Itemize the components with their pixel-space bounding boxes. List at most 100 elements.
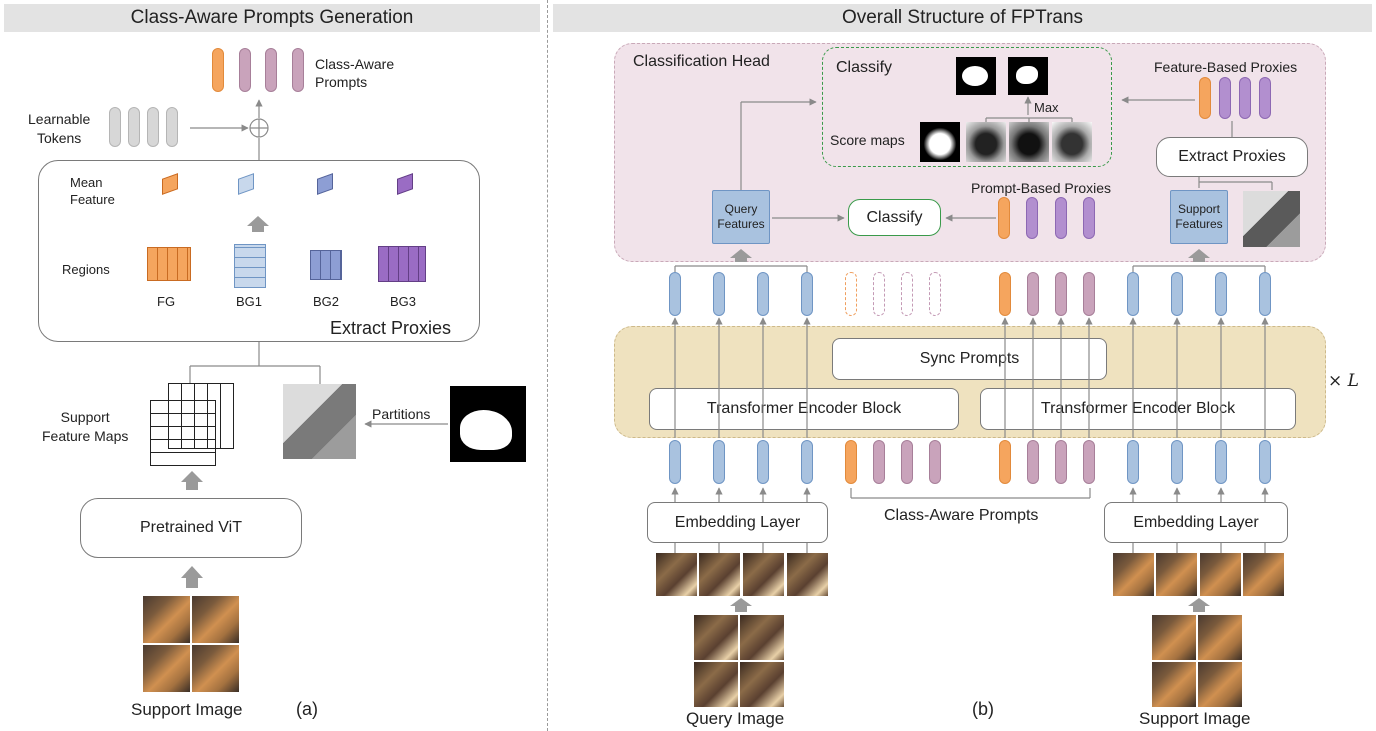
out-support-token-4 xyxy=(1259,272,1271,316)
in-support-token-2 xyxy=(1171,440,1183,484)
in-support-prompt-4 xyxy=(1083,440,1095,484)
support-image-b-1 xyxy=(1152,615,1196,660)
query-patch-1 xyxy=(656,553,697,596)
out-query-token-4 xyxy=(801,272,813,316)
out-query-prompt-2 xyxy=(873,272,885,316)
out-query-prompt-4 xyxy=(929,272,941,316)
fb-proxy-bg1 xyxy=(1219,77,1231,119)
in-query-token-1 xyxy=(669,440,681,484)
in-query-token-2 xyxy=(713,440,725,484)
support-feature-grid-side xyxy=(168,383,234,449)
prompt-based-proxies-label: Prompt-Based Proxies xyxy=(971,180,1112,196)
support-patch-3 xyxy=(1200,553,1241,596)
arrow-query-image xyxy=(730,598,752,612)
arrow-vit-to-maps xyxy=(181,471,203,490)
fg-mask-cat xyxy=(460,410,512,450)
support-patch-4 xyxy=(1243,553,1284,596)
support-patch-2 xyxy=(1156,553,1197,596)
mean-feature-label: Mean Feature xyxy=(70,175,115,207)
out-support-token-1 xyxy=(1127,272,1139,316)
support-image-label-a: Support Image xyxy=(131,700,243,719)
learnable-tokens-label: Learnable Tokens xyxy=(28,111,91,146)
classify-top-label: Classify xyxy=(836,59,893,76)
prompt-token-fg xyxy=(212,48,224,92)
support-features-box: Support Features xyxy=(1170,190,1228,244)
query-image-1 xyxy=(694,615,738,660)
region-label-bg3: BG3 xyxy=(390,294,417,309)
pb-proxy-bg1 xyxy=(1026,197,1038,239)
out-query-prompt-1 xyxy=(845,272,857,316)
query-image-3 xyxy=(694,662,738,707)
partitions-label: Partitions xyxy=(372,406,431,422)
class-aware-prompts-label: Class-Aware Prompts xyxy=(315,56,395,90)
region-label-bg2: BG2 xyxy=(313,294,340,309)
out-support-prompt-2 xyxy=(1027,272,1039,316)
in-query-prompt-3 xyxy=(901,440,913,484)
in-query-prompt-1 xyxy=(845,440,857,484)
out-query-token-3 xyxy=(757,272,769,316)
out-support-prompt-3 xyxy=(1055,272,1067,316)
arrow-support-feat xyxy=(1188,249,1210,262)
regions-label: Regions xyxy=(62,262,110,277)
pb-proxy-bg2 xyxy=(1055,197,1067,239)
support-image-a-3 xyxy=(143,645,190,692)
embedding-layer-left: Embedding Layer xyxy=(647,502,828,543)
extract-proxies-b-box: Extract Proxies xyxy=(1156,137,1308,177)
score-map-2 xyxy=(966,122,1006,162)
score-area xyxy=(822,47,1112,167)
support-image-b-3 xyxy=(1152,662,1196,707)
learnable-token-1 xyxy=(109,107,121,147)
embedding-layer-right: Embedding Layer xyxy=(1104,502,1288,543)
panel-b-tag: (b) xyxy=(972,699,994,719)
panel-a-header: Class-Aware Prompts Generation xyxy=(4,4,540,32)
classify-box: Classify xyxy=(848,199,941,236)
query-features-box: Query Features xyxy=(712,190,770,244)
query-patch-2 xyxy=(699,553,740,596)
prompt-token-bg3 xyxy=(292,48,304,92)
in-support-prompt-2 xyxy=(1027,440,1039,484)
query-image-label: Query Image xyxy=(686,709,785,728)
out-query-token-2 xyxy=(713,272,725,316)
region-bg1-icon xyxy=(234,244,266,288)
result-mask-1-fg xyxy=(962,66,988,86)
support-image-a-2 xyxy=(192,596,239,643)
in-support-prompt-1 xyxy=(999,440,1011,484)
panel-a-tag: (a) xyxy=(296,699,318,719)
learnable-token-4 xyxy=(166,107,178,147)
pb-proxy-fg xyxy=(998,197,1010,239)
region-label-bg1: BG1 xyxy=(236,294,263,309)
in-support-token-4 xyxy=(1259,440,1271,484)
in-query-prompt-4 xyxy=(929,440,941,484)
fb-proxy-bg2 xyxy=(1239,77,1251,119)
score-map-4 xyxy=(1052,122,1092,162)
max-label: Max xyxy=(1034,100,1059,115)
in-query-token-3 xyxy=(757,440,769,484)
panel-b-header: Overall Structure of FPTrans xyxy=(553,4,1372,32)
support-patch-1 xyxy=(1113,553,1154,596)
support-image-label-b: Support Image xyxy=(1139,709,1251,728)
in-support-token-1 xyxy=(1127,440,1139,484)
support-image-a-1 xyxy=(143,596,190,643)
region-fg-icon xyxy=(147,247,191,281)
times-l-label: × L xyxy=(1328,371,1359,391)
fb-proxy-fg xyxy=(1199,77,1211,119)
learnable-token-2 xyxy=(128,107,140,147)
out-support-prompt-1 xyxy=(999,272,1011,316)
out-query-token-1 xyxy=(669,272,681,316)
query-patch-3 xyxy=(743,553,784,596)
score-map-3 xyxy=(1009,122,1049,162)
query-image-4 xyxy=(740,662,784,707)
classification-head-label: Classification Head xyxy=(633,53,770,70)
result-mask-2-fg xyxy=(1016,66,1038,84)
support-feature-maps-label: Support Feature Maps xyxy=(42,409,129,444)
class-aware-prompts-b-label: Class-Aware Prompts xyxy=(884,507,1039,524)
panel-separator xyxy=(547,0,548,731)
fb-proxy-bg3 xyxy=(1259,77,1271,119)
query-patch-4 xyxy=(787,553,828,596)
pretrained-vit-box: Pretrained ViT xyxy=(80,498,302,558)
out-support-prompt-4 xyxy=(1083,272,1095,316)
in-support-prompt-3 xyxy=(1055,440,1067,484)
out-query-prompt-3 xyxy=(901,272,913,316)
arrow-support-image xyxy=(1188,598,1210,612)
